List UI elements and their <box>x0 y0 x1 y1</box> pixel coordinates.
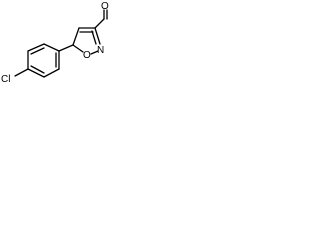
bond-ph-double-2 <box>30 65 45 74</box>
bond-ph-double-1 <box>30 47 45 55</box>
ring-oxygen-label: O <box>83 50 91 61</box>
phenyl-ring <box>27 43 60 78</box>
chemical-structure: O O N Cl <box>1 1 109 85</box>
bond-n-c3 <box>94 27 101 45</box>
bond-ph-1 <box>43 43 60 52</box>
bond-c5-o <box>72 44 84 53</box>
chlorine-label: Cl <box>1 74 10 85</box>
bond-ph-cl <box>14 68 29 77</box>
aldehyde-group: O <box>94 1 109 29</box>
ring-nitrogen-label: N <box>97 45 104 56</box>
bond-c3-cho <box>94 18 105 29</box>
bond-ph-5 <box>43 68 60 78</box>
bond-ph-4 <box>27 68 45 78</box>
isoxazole-ring <box>72 27 101 55</box>
bond-c5-phenyl <box>58 44 74 52</box>
bond-o-n <box>90 50 99 55</box>
aldehyde-oxygen-label: O <box>101 1 109 12</box>
bond-ph-2 <box>27 43 45 52</box>
bond-c4-c5 <box>72 27 80 46</box>
chloro-substituent: Cl <box>1 68 29 85</box>
bond-n-c3-double <box>91 30 97 45</box>
